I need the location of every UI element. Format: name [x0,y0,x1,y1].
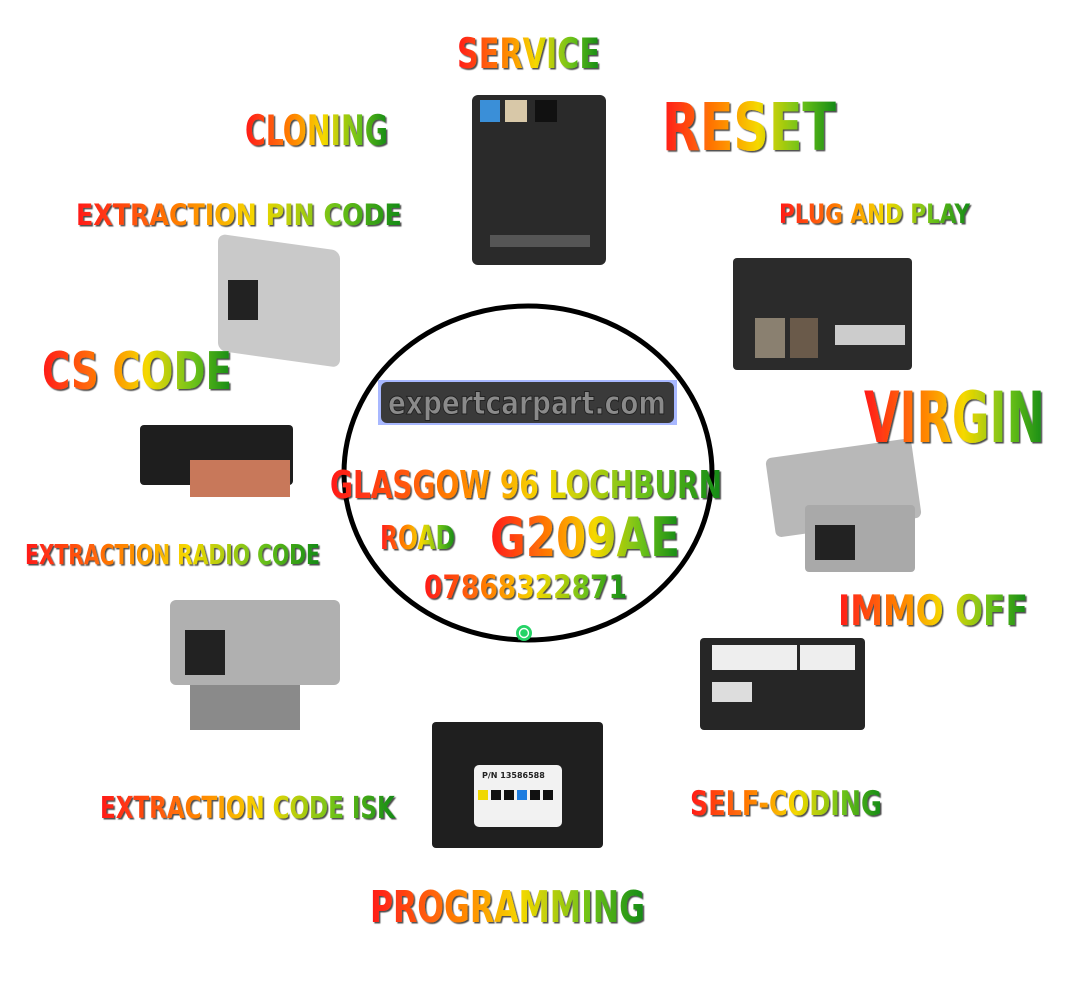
bsi-module-photo [472,95,606,265]
postcode: G209AE [490,505,680,569]
bosch-ecu-photo [765,438,922,572]
label-virgin: VIRGIN [864,377,1045,459]
logo: expertcarpart.com [378,380,677,425]
programming-module-photo: P/N 13586588 [432,722,603,848]
fuse-box-photo [733,258,912,370]
label-immo-off: IMMO OFF [838,586,1028,635]
label-self-coding: SELF-CODING [690,784,882,824]
label-programming: PROGRAMMING [370,882,645,934]
logo-text: expertcarpart.com [388,385,666,422]
black-ecu-photo [140,425,293,497]
label-cs-code: CS CODE [42,340,232,401]
ecu-aluminium-photo [218,234,340,367]
label-extraction-radio-code: EXTRACTION RADIO CODE [25,538,320,571]
label-reset: RESET [662,89,836,166]
whatsapp-icon[interactable] [516,625,532,641]
label-extraction-code-isk: EXTRACTION CODE ISK [100,791,396,826]
label-service: SERVICE [457,29,600,78]
label-plug-and-play: PLUG AND PLAY [779,198,970,230]
injection-pump-photo [170,600,340,730]
address-line1: GLASGOW 96 LOCHBURN [330,463,722,507]
comfort-module-photo [700,638,865,730]
address-road: ROAD [380,518,455,557]
phone-number[interactable]: 07868322871 [424,569,627,606]
label-extraction-pin-code: EXTRACTION PIN CODE [76,199,402,232]
module-part-number: P/N 13586588 [482,771,545,780]
label-cloning: CLONING [245,107,388,155]
